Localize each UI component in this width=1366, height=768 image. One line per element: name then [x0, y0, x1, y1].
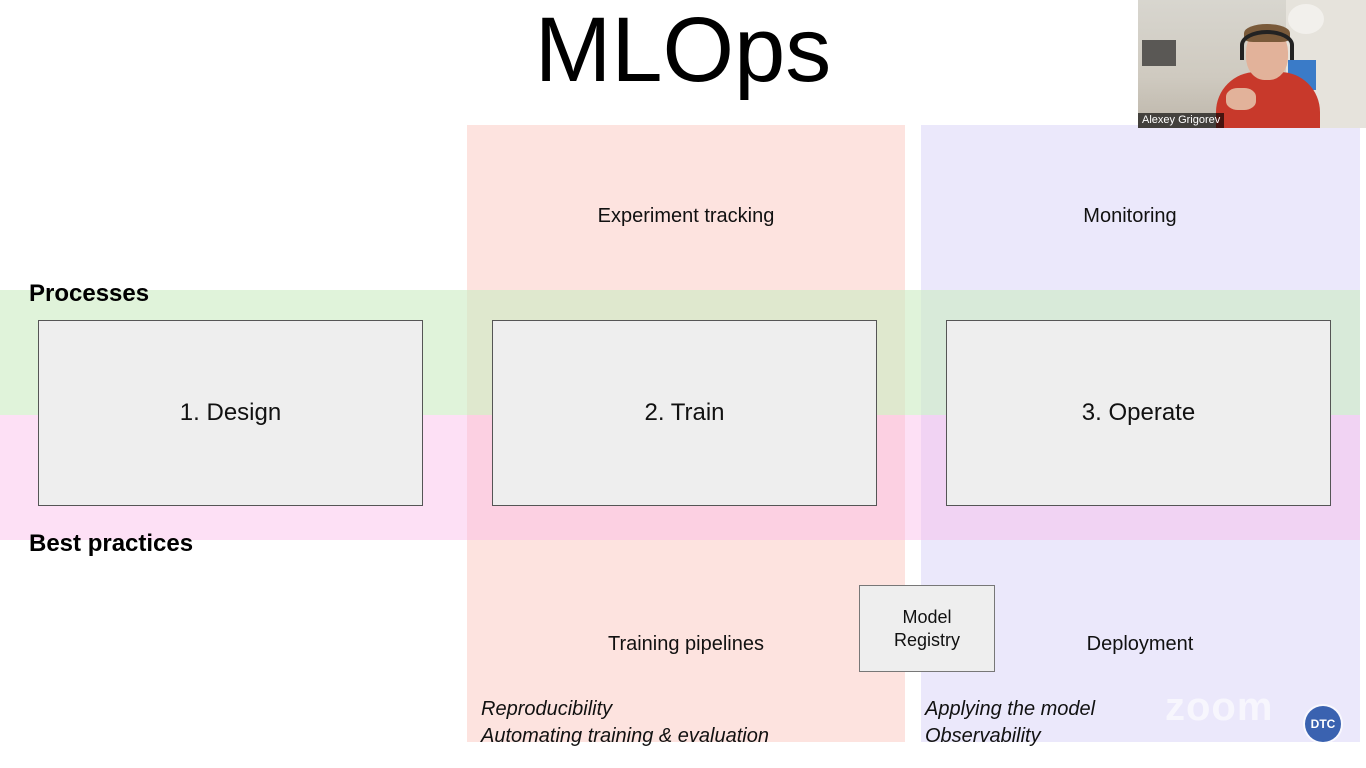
- participant-hand: [1226, 88, 1256, 110]
- experiment-tracking-label: Experiment tracking: [597, 205, 775, 227]
- model-registry-line1: Model: [902, 606, 952, 627]
- design-stage-box: 1. Design: [38, 320, 423, 506]
- applying-model-note: Applying the model: [925, 698, 1096, 720]
- operate-stage-label: 3. Operate: [1081, 399, 1196, 426]
- monitoring-label: Monitoring: [1083, 205, 1177, 227]
- automating-training-note: Automating training & evaluation: [481, 725, 769, 747]
- design-stage-label: 1. Design: [179, 399, 282, 426]
- train-stage-box: 2. Train: [492, 320, 877, 506]
- slide-title: MLOps: [534, 0, 832, 101]
- training-pipelines-label: Training pipelines: [607, 633, 764, 655]
- operate-stage-box: 3. Operate: [946, 320, 1331, 506]
- processes-label: Processes: [29, 280, 150, 307]
- video-shelf-shape: [1142, 40, 1176, 66]
- model-registry-line2: Registry: [893, 629, 960, 650]
- deployment-label: Deployment: [1086, 633, 1194, 655]
- train-notes: Reproducibility Automating training & ev…: [481, 696, 769, 750]
- reproducibility-note: Reproducibility: [481, 698, 613, 720]
- zoom-watermark: zoom: [1165, 685, 1274, 729]
- observability-note: Observability: [925, 725, 1041, 747]
- model-registry-box: Model Registry: [859, 585, 995, 672]
- best-practices-label: Best practices: [29, 530, 194, 557]
- video-lamp-shape: [1288, 4, 1324, 34]
- participant-name-tag: Alexey Grigorev: [1138, 113, 1225, 128]
- headset-icon: [1240, 30, 1294, 60]
- operate-notes: Applying the model Observability: [925, 696, 1095, 750]
- dtc-logo-badge: DTC: [1305, 706, 1341, 742]
- participant-video-tile[interactable]: Alexey Grigorev: [1138, 0, 1366, 128]
- train-stage-label: 2. Train: [644, 399, 725, 426]
